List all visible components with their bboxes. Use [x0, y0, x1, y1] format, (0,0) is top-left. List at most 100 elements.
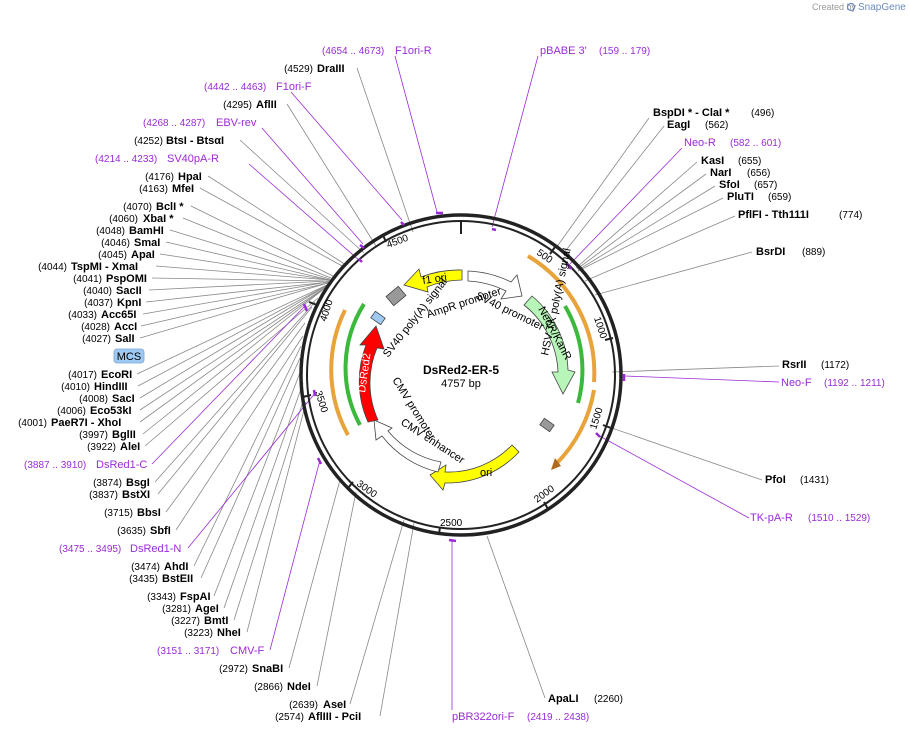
- site-name: NdeI: [287, 681, 311, 693]
- primer-name: Neo-F: [781, 377, 812, 389]
- site-name: SalI: [115, 333, 135, 345]
- site-position: (3715): [104, 508, 133, 519]
- site-name: TspMI - XmaI: [71, 261, 138, 273]
- site-name: XbaI *: [143, 213, 174, 225]
- site-position: (2574): [275, 712, 304, 723]
- site-position: (3922): [87, 442, 116, 453]
- created-by-text: Created by: [812, 2, 857, 12]
- site-position: (4295): [223, 100, 252, 111]
- site-name: MfeI: [172, 183, 194, 195]
- primer-name: CMV-F: [230, 645, 265, 657]
- site-position: (4529): [284, 64, 313, 75]
- primer-range: (582 .. 601): [730, 138, 781, 149]
- site-name: AflIII - PciI: [308, 711, 361, 723]
- primer-markers: [302, 211, 626, 543]
- site-position: (4001): [18, 418, 47, 429]
- site-name: AleI: [120, 441, 140, 453]
- site-position: (4008): [79, 394, 108, 405]
- site-position: (4006): [57, 406, 86, 417]
- ori-arrow: [429, 444, 520, 491]
- dsred2-label: DsRed2: [356, 352, 373, 393]
- site-name: EcoRI: [101, 369, 132, 381]
- primer-range: (1510 .. 1529): [808, 513, 870, 524]
- primer-range: (4268 .. 4287): [143, 118, 205, 129]
- left-site-leaders: [136, 67, 415, 717]
- site-position: (3281): [162, 604, 191, 615]
- site-name: HpaI: [178, 171, 202, 183]
- left-site-labels: (4529) DraIII (4295) AflII (4252) BtsI -…: [18, 63, 361, 723]
- site-name: AseI: [323, 699, 346, 711]
- site-position: (4033): [68, 310, 97, 321]
- hsv-polya-box: [539, 417, 555, 433]
- primer-name: EBV-rev: [216, 117, 257, 129]
- site-name: ApaLI: [548, 693, 579, 705]
- primer-name: pBR322ori-F: [452, 711, 515, 723]
- site-position: (4028): [81, 322, 110, 333]
- site-name: BsgI: [126, 477, 150, 489]
- site-name: BbsI: [137, 507, 161, 519]
- primer-range: (2419 .. 2438): [527, 712, 589, 723]
- site-name: SbfI: [150, 525, 171, 537]
- dsred2-arrow: [358, 325, 385, 423]
- primer-range: (1192 .. 1211): [824, 378, 885, 389]
- site-position: (3474): [131, 562, 160, 573]
- site-name: Eco53kI: [90, 405, 132, 417]
- ori-label: ori: [480, 467, 492, 479]
- site-name: KasI: [701, 155, 724, 167]
- site-name: BsrDI: [756, 246, 785, 258]
- site-position: (657): [754, 180, 777, 191]
- primer-range: (159 .. 179): [599, 46, 650, 57]
- site-name: BtsI - BtsαI: [166, 135, 224, 147]
- site-name: AgeI: [195, 603, 219, 615]
- site-name: AhdI: [164, 561, 188, 573]
- arrowhead-icon: [551, 458, 561, 470]
- green-arc-dsred: [343, 302, 366, 426]
- site-name: PluTI: [727, 191, 754, 203]
- site-position: (3343): [147, 592, 176, 603]
- snapgene-brand: SnapGene: [858, 2, 906, 13]
- site-position: (774): [839, 210, 862, 221]
- f1-ori-label: f1 ori: [422, 272, 448, 287]
- backbone-outer: [299, 213, 623, 537]
- site-position: (659): [768, 192, 791, 203]
- primer-range: (3887 .. 3910): [24, 460, 86, 471]
- site-name: AflII: [256, 99, 277, 111]
- primer-name: SV40pA-R: [167, 153, 219, 165]
- site-position: (1431): [800, 475, 829, 486]
- site-position: (4070): [123, 202, 152, 213]
- plasmid-size: 4757 bp: [441, 378, 481, 390]
- site-position: (4060): [109, 214, 138, 225]
- site-name: NarI: [710, 167, 731, 179]
- site-name: BglII: [112, 429, 136, 441]
- primer-name: DsRed1-C: [96, 459, 147, 471]
- plasmid-name: DsRed2-ER-5: [423, 363, 499, 377]
- site-name: Acc65I: [101, 309, 136, 321]
- site-position: (4010): [61, 382, 90, 393]
- primer-range: (4442 .. 4463): [204, 82, 266, 93]
- tick-label: 1000: [591, 316, 608, 341]
- site-name: FspAI: [180, 591, 211, 603]
- site-name: KpnI: [117, 297, 141, 309]
- site-position: (4027): [82, 334, 111, 345]
- site-name: BclI *: [156, 201, 184, 213]
- primer-name: TK-pA-R: [750, 512, 793, 524]
- site-name: SacII: [116, 285, 142, 297]
- primer-labels: (4654 .. 4673) F1ori-R pBABE 3' (159 .. …: [24, 45, 885, 723]
- orange-arc-neo: [526, 254, 597, 383]
- site-position: (4040): [83, 286, 112, 297]
- site-position: (4252): [134, 136, 163, 147]
- site-position: (2260): [594, 694, 623, 705]
- site-name: SacI: [112, 393, 135, 405]
- mcs-badge: [113, 348, 145, 364]
- site-position: (4045): [98, 250, 127, 261]
- neo-kanr-arrow: [523, 295, 576, 395]
- site-name: SmaI: [134, 237, 160, 249]
- site-position: (2972): [219, 664, 248, 675]
- site-position: (656): [747, 168, 770, 179]
- site-position: (4017): [68, 370, 97, 381]
- sv40-polya-box: [385, 285, 407, 307]
- site-position: (4176): [145, 172, 174, 183]
- site-position: (4163): [139, 184, 168, 195]
- primer-name: DsRed1-N: [130, 543, 181, 555]
- site-position: (3635): [117, 526, 146, 537]
